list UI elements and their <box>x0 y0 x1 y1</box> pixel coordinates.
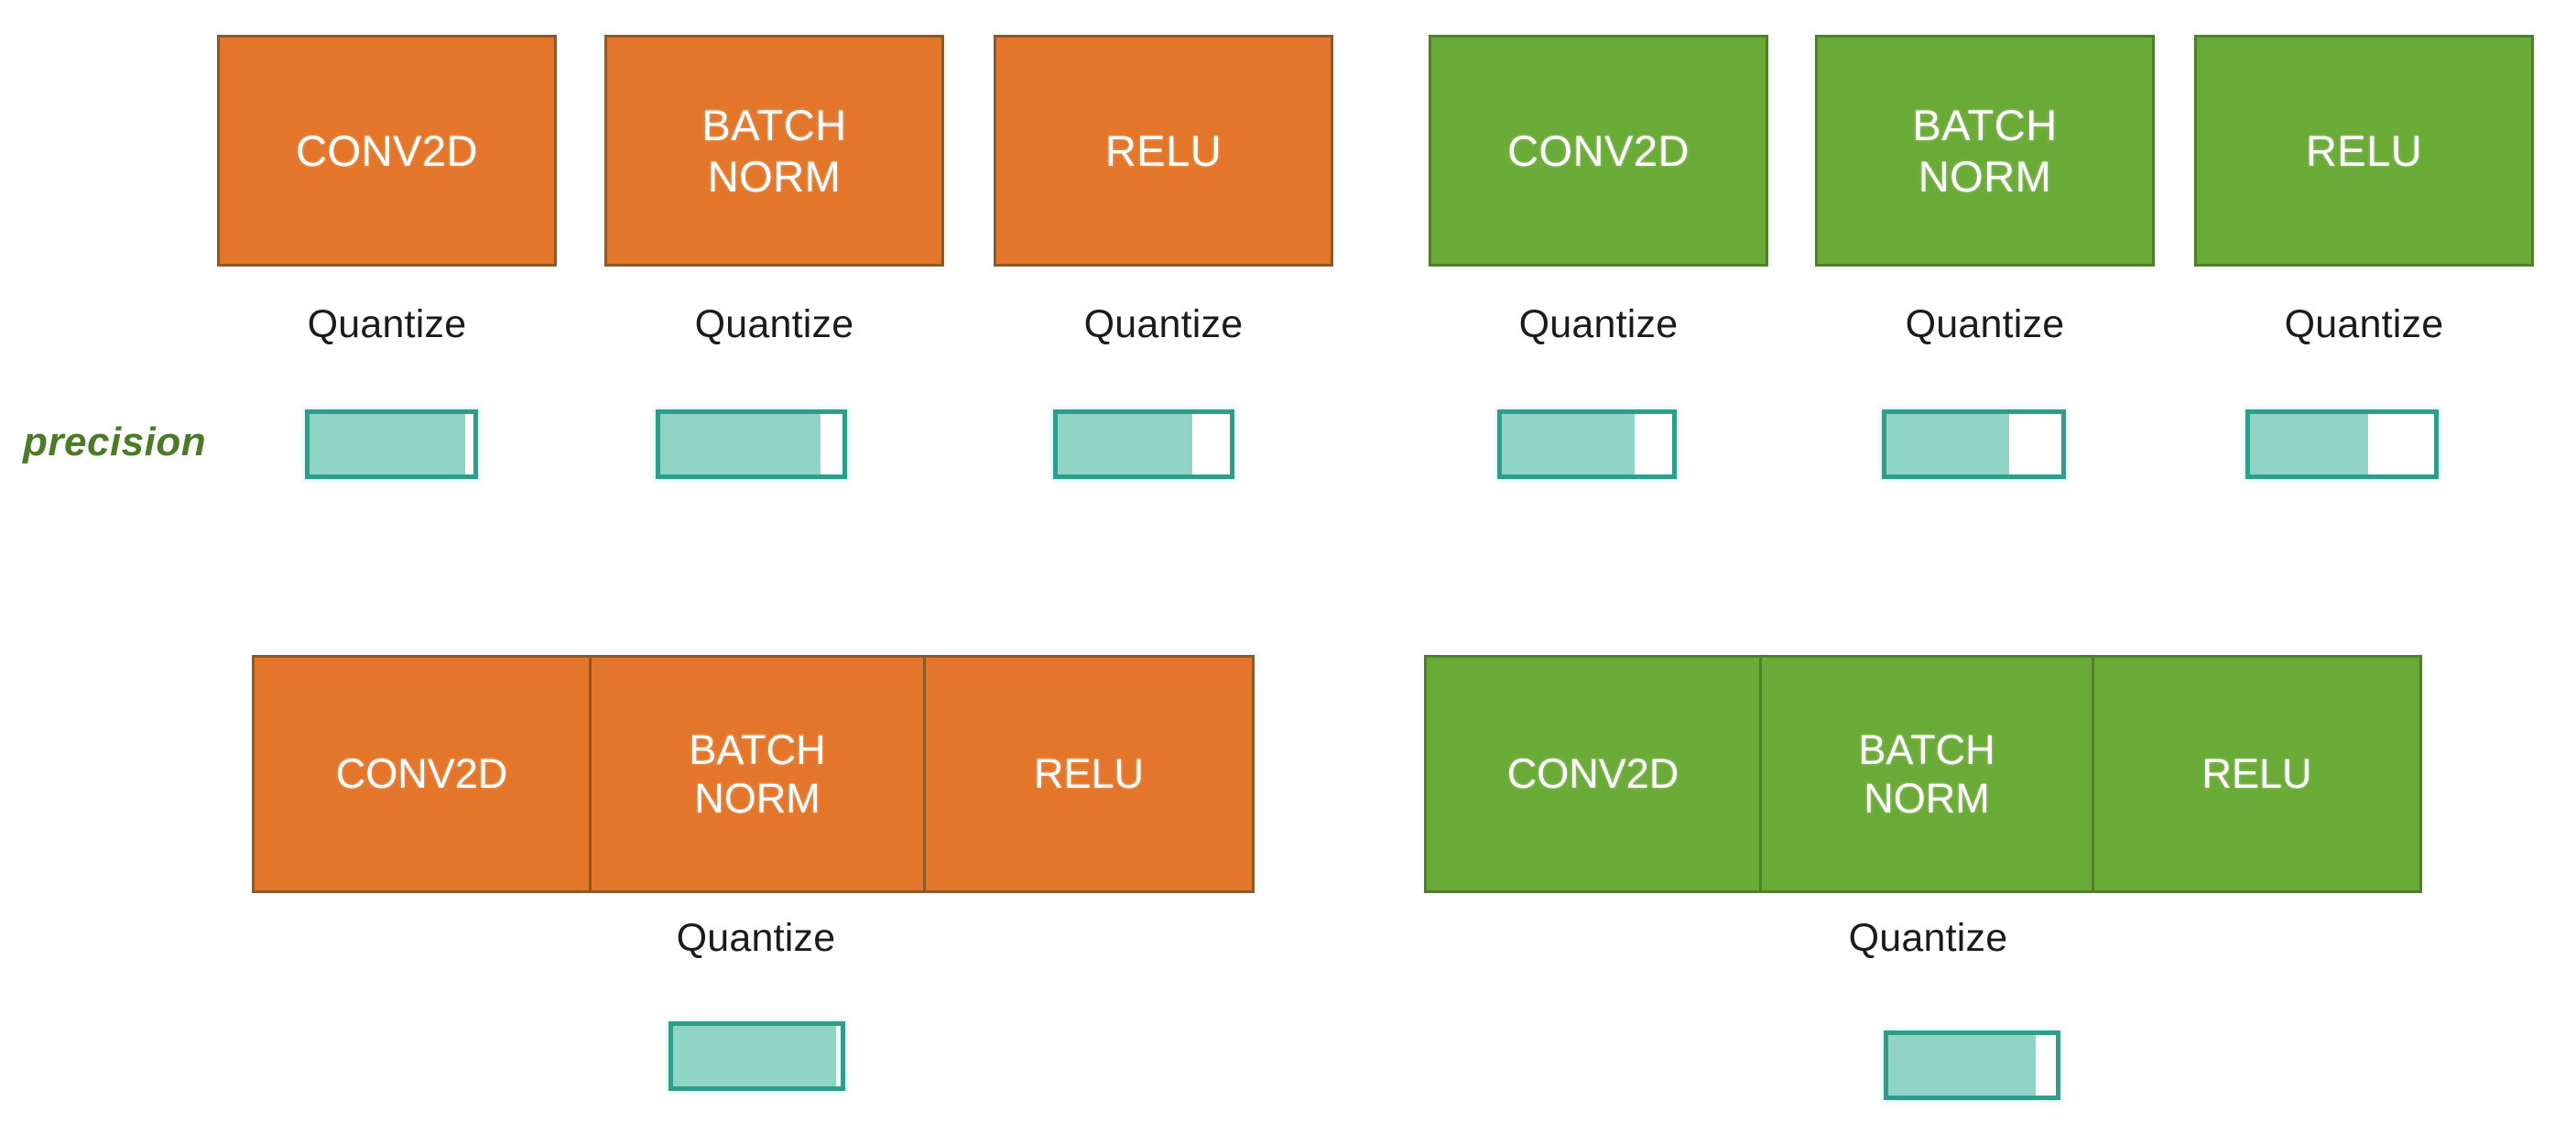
precision-meter-fill <box>1502 414 1636 474</box>
quantize-label-orange-conv2d: Quantize <box>307 302 467 346</box>
precision-meter-fill <box>1058 414 1192 474</box>
fused-segment-orange-relu[interactable]: RELU <box>923 658 1252 890</box>
precision-meter-green-conv2d[interactable] <box>1497 409 1677 479</box>
precision-meter-fill <box>673 1026 836 1086</box>
layer-block-green-conv2d[interactable]: CONV2D <box>1429 35 1768 267</box>
quantize-label-green-relu: Quantize <box>2284 302 2444 346</box>
precision-meter-fused-orange[interactable] <box>668 1021 845 1091</box>
quantize-label-orange-relu: Quantize <box>1083 302 1244 346</box>
precision-meter-fill <box>1888 1035 2037 1096</box>
quantize-label-fused-green: Quantize <box>1848 916 2008 960</box>
layer-block-orange-batchnorm[interactable]: BATCH NORM <box>604 35 944 267</box>
layer-block-orange-conv2d[interactable]: CONV2D <box>217 35 557 267</box>
fused-block-orange[interactable]: CONV2D BATCH NORM RELU <box>252 655 1255 893</box>
fused-segment-green-batchnorm[interactable]: BATCH NORM <box>1759 658 2092 890</box>
fused-segment-green-relu[interactable]: RELU <box>2092 658 2419 890</box>
fused-block-green[interactable]: CONV2D BATCH NORM RELU <box>1424 655 2422 893</box>
quantize-label-green-conv2d: Quantize <box>1518 302 1679 346</box>
layer-block-orange-relu[interactable]: RELU <box>994 35 1333 267</box>
precision-meter-orange-batchnorm[interactable] <box>656 409 847 479</box>
quantize-label-green-batchnorm: Quantize <box>1905 302 2065 346</box>
precision-meter-orange-conv2d[interactable] <box>305 409 478 479</box>
precision-axis-label: precision <box>23 420 207 464</box>
fused-segment-green-conv2d[interactable]: CONV2D <box>1506 750 1679 798</box>
precision-meter-green-batchnorm[interactable] <box>1882 409 2066 479</box>
precision-meter-fill <box>2250 414 2368 474</box>
precision-meter-green-relu[interactable] <box>2245 409 2439 479</box>
precision-meter-fill <box>660 414 821 474</box>
fused-segment-orange-batchnorm[interactable]: BATCH NORM <box>589 658 923 890</box>
quantize-label-fused-orange: Quantize <box>676 916 836 960</box>
precision-meter-fill <box>1886 414 2009 474</box>
quantize-label-orange-batchnorm: Quantize <box>694 302 854 346</box>
precision-meter-fill <box>310 414 466 474</box>
layer-block-green-batchnorm[interactable]: BATCH NORM <box>1815 35 2155 267</box>
layer-block-green-relu[interactable]: RELU <box>2194 35 2534 267</box>
precision-meter-fused-green[interactable] <box>1884 1030 2060 1100</box>
fused-segment-orange-conv2d[interactable]: CONV2D <box>335 750 508 798</box>
precision-meter-orange-relu[interactable] <box>1053 409 1234 479</box>
